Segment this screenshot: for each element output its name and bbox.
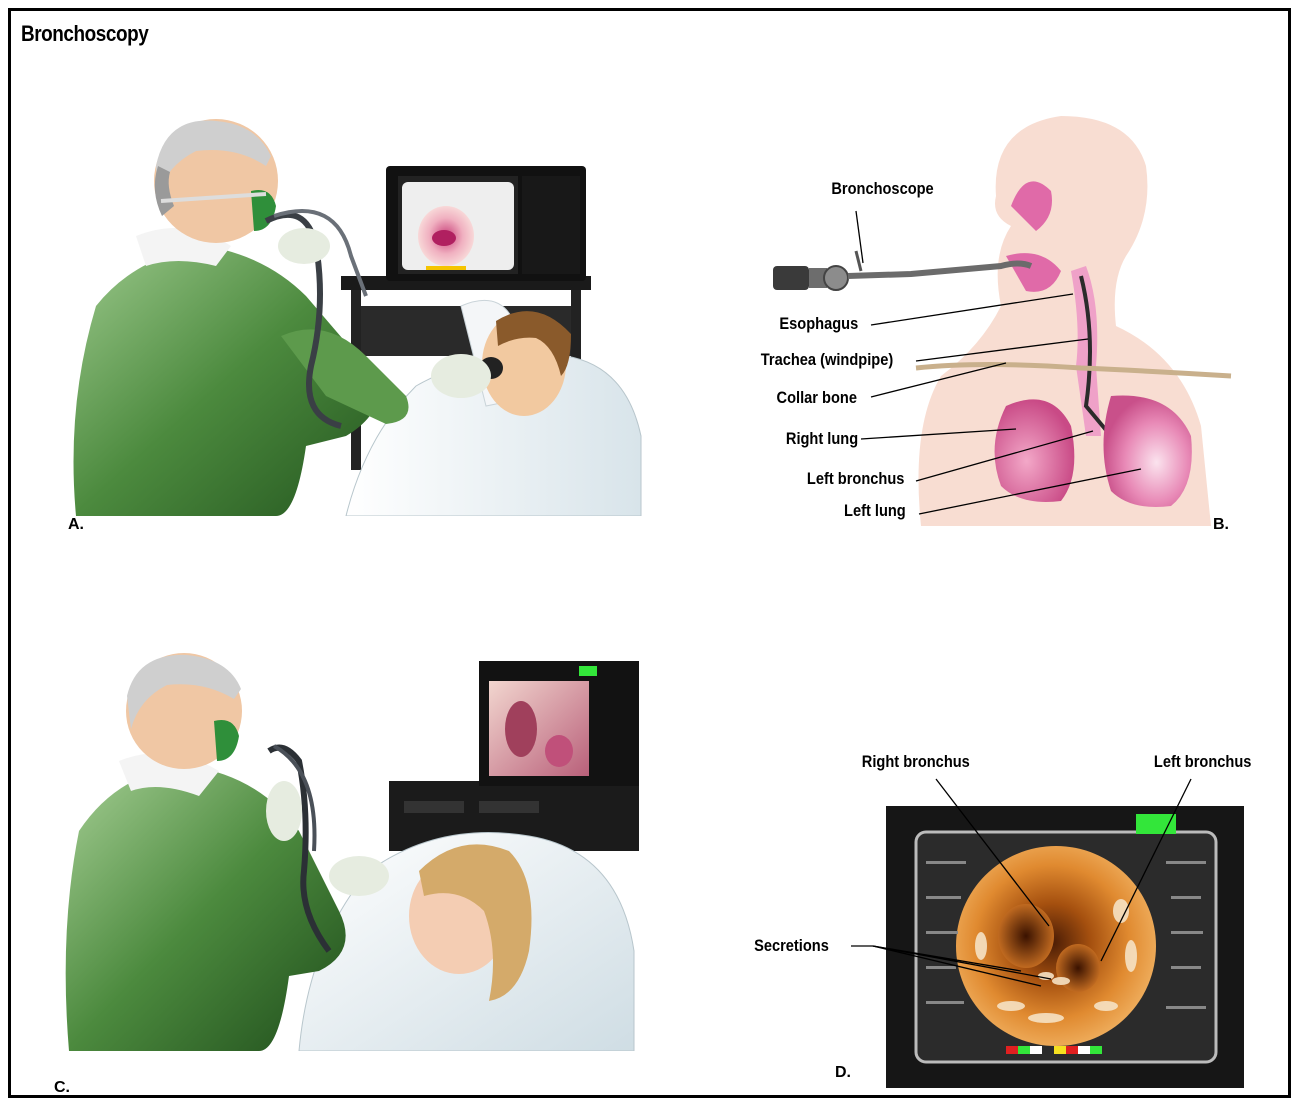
left-bronchus-label-d: Left bronchus — [1154, 752, 1251, 772]
right-bronchus-label: Right bronchus — [862, 752, 970, 772]
secretions-label: Secretions — [754, 936, 829, 956]
figure-frame: Bronchoscopy — [8, 8, 1291, 1098]
panel-d-letter: D. — [835, 1064, 851, 1082]
panel-d-leader-lines — [11, 11, 1291, 1098]
